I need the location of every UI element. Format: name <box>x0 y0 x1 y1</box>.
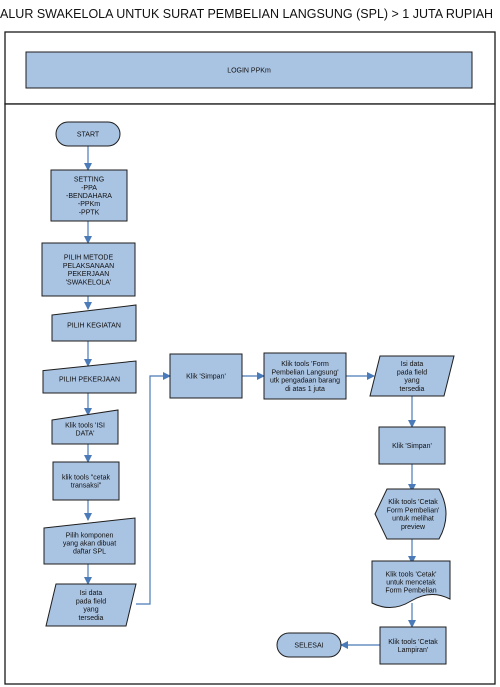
manual-input-shape <box>42 360 137 394</box>
process-shape <box>52 461 120 501</box>
process-shape <box>263 352 347 400</box>
node-label: -PPA <box>81 185 97 192</box>
manual-input-shape <box>43 517 136 565</box>
process-shape <box>169 353 243 399</box>
node-label: preview <box>401 524 426 531</box>
node-label: 'SWAKELOLA' <box>66 279 112 286</box>
node-simpan-2: Klik 'Simpan' <box>378 426 446 465</box>
node-label: -PPKm <box>78 201 100 208</box>
manual-input-shape <box>51 304 137 342</box>
node-metode: PILIH METODEPELAKSANAANPEKERJAAN'SWAKELO… <box>41 242 136 297</box>
node-label: yang <box>83 607 98 614</box>
process-shape <box>25 51 473 89</box>
node-label: Pilih komponen <box>66 532 114 539</box>
node-label: -BENDAHARA <box>66 193 112 200</box>
display-shape <box>374 488 447 540</box>
terminator-shape <box>55 121 121 147</box>
node-label: -PPTK <box>79 209 100 216</box>
node-label: pada field <box>397 369 427 376</box>
node-label: Klik tools 'Cetak' <box>386 571 437 578</box>
node-label: pada field <box>76 598 106 605</box>
node-label: PILIH KEGIATAN <box>67 323 121 330</box>
node-label: utk pengadaan barang <box>270 378 340 385</box>
terminator-shape <box>276 632 342 658</box>
node-label: Form Pembelian <box>385 588 436 595</box>
node-label: DATA' <box>76 431 95 438</box>
node-label: tersedia <box>400 386 425 393</box>
node-label: daftar SPL <box>73 549 106 556</box>
node-label: Lampiran' <box>398 647 429 654</box>
process-shape <box>41 242 136 297</box>
node-label: yang akan dibuat <box>63 541 116 548</box>
diagram-title: ALUR SWAKELOLA UNTUK SURAT PEMBELIAN LAN… <box>0 7 494 21</box>
node-kegiatan: PILIH KEGIATAN <box>51 304 137 342</box>
node-start: START <box>55 121 121 147</box>
node-label: Form Pembelian' <box>387 507 440 514</box>
process-shape <box>50 169 128 222</box>
node-label: Isi data <box>401 361 424 368</box>
node-label: tersedia <box>79 615 104 622</box>
process-shape <box>379 626 447 665</box>
node-label: Pembelian Langsung' <box>271 369 338 376</box>
node-label: SETTING <box>74 177 104 184</box>
node-setting: SETTING-PPA-BENDAHARA-PPKm-PPTK <box>50 169 128 222</box>
node-login: LOGIN PPKm <box>25 51 473 89</box>
node-label: Klik tools 'Form <box>281 361 329 368</box>
node-label: Isi data <box>80 590 103 597</box>
node-simpan-1: Klik 'Simpan' <box>169 353 243 399</box>
node-label: PEKERJAAN <box>68 271 110 278</box>
node-label: di atas 1 juta <box>285 386 325 393</box>
data-shape <box>369 355 455 397</box>
manual-input-shape <box>51 409 119 445</box>
connector-isi-field-1-to-simpan-1 <box>136 372 171 605</box>
node-label: PILIH METODE <box>64 255 114 262</box>
node-label: untuk mencetak <box>386 580 436 587</box>
node-label: LOGIN PPKm <box>227 68 271 75</box>
node-label: untuk melihat <box>392 516 434 523</box>
document-shape <box>371 560 451 608</box>
node-label: SELESAI <box>294 643 323 650</box>
process-shape <box>378 426 446 465</box>
node-selesai: SELESAI <box>276 632 342 658</box>
node-label: START <box>77 132 100 139</box>
node-pekerjaan: PILIH PEKERJAAN <box>42 360 137 394</box>
node-label: PELAKSANAAN <box>63 263 114 270</box>
node-label: Klik 'Simpan' <box>392 443 432 450</box>
node-label: transaksi" <box>71 483 102 490</box>
node-label: PILIH PEKERJAAN <box>59 377 120 384</box>
node-cetak-transaksi: klik tools "cetak transaksi" <box>52 461 120 501</box>
node-label: yang <box>404 378 419 385</box>
node-label: klik tools "cetak <box>62 474 111 481</box>
node-label: Klik tools 'Cetak <box>388 499 438 506</box>
node-label: Klik tools 'Cetak <box>388 639 438 646</box>
node-isi-data: Klik tools 'ISI DATA' <box>51 409 119 445</box>
node-label: Klik 'Simpan' <box>186 374 226 381</box>
data-shape <box>45 583 137 627</box>
node-label: Klik tools 'ISI <box>65 422 105 429</box>
